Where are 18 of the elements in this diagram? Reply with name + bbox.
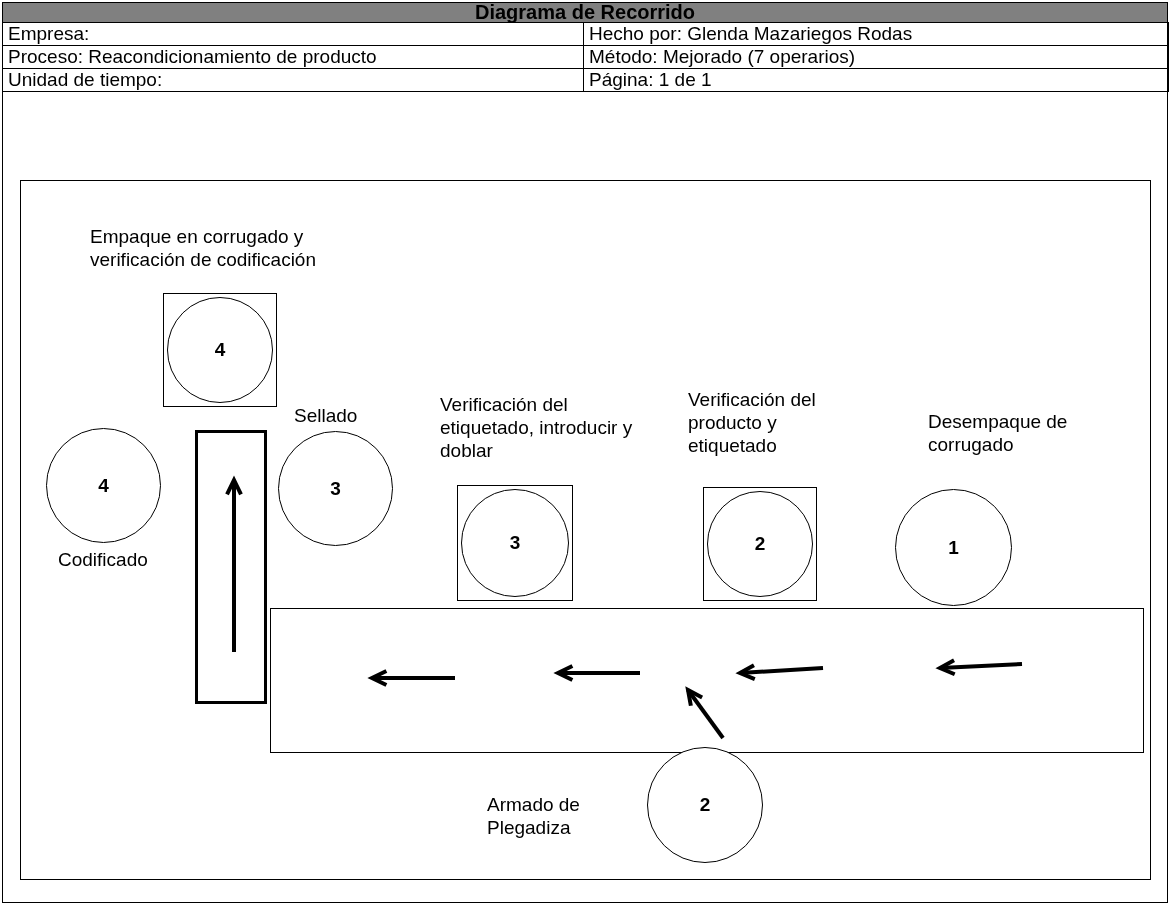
conveyor-box [195, 430, 267, 704]
station-number: 4 [214, 339, 226, 361]
station-label: Sellado [294, 404, 359, 427]
station-number: 3 [509, 532, 521, 554]
station-label: Desempaque de corrugado [928, 410, 1069, 456]
station-label: Verificación del etiquetado, introducir y doblar [440, 393, 634, 462]
station-label: Verificación del producto y etiquetado [688, 388, 817, 457]
station-label: Empaque en corrugado y verificación de codificación [90, 225, 317, 271]
header-cell: Página: 1 de 1 [583, 68, 1169, 92]
station-number: 1 [948, 536, 959, 559]
title: Diagrama de Recorrido [2, 2, 1168, 23]
station-label: Codificado [58, 548, 149, 571]
conveyor-box [270, 608, 1144, 753]
station-number: 2 [754, 533, 766, 555]
station-number: 4 [98, 474, 109, 497]
station-number: 2 [699, 794, 711, 816]
station-number: 3 [330, 477, 341, 500]
station-label: Armado de Plegadiza [487, 793, 581, 839]
